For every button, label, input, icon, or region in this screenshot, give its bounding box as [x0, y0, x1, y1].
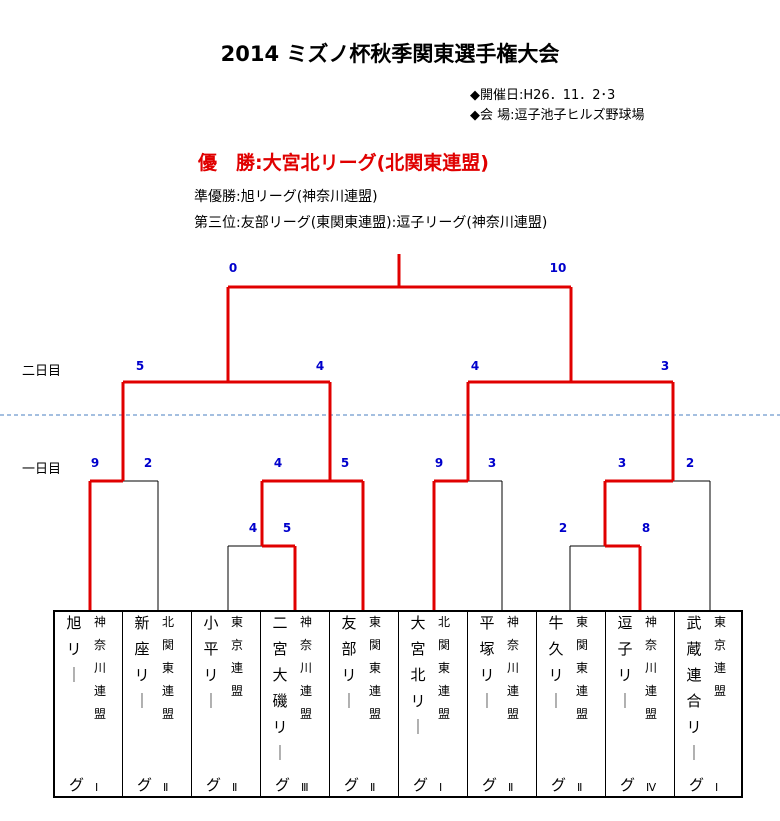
team-group: Ⅱ [508, 781, 514, 794]
score-label: 5 [341, 456, 349, 470]
team-league: 北関東連盟 [437, 615, 450, 721]
team-group: Ⅱ [577, 781, 583, 794]
team-name-end: グ [137, 776, 153, 794]
event-venue: ◆会 場:逗子池子ヒルズ野球場 [470, 108, 645, 123]
team-name-end: グ [551, 776, 567, 794]
score-label: 4 [249, 521, 257, 535]
score-label: 9 [435, 456, 443, 470]
score-label: 5 [283, 521, 291, 535]
team-group: Ⅱ [370, 781, 376, 794]
score-label: 10 [550, 261, 567, 275]
team-name-end: グ [620, 776, 636, 794]
team-name: 友部リ｜ [341, 614, 357, 710]
winner-text: 優 勝:大宮北リーグ(北関東連盟) [198, 152, 489, 174]
score-label: 2 [144, 456, 152, 470]
team-name: 大宮北リ｜ [410, 614, 426, 736]
team-league: 神奈川連盟 [93, 615, 106, 721]
team-name-end: グ [689, 776, 705, 794]
runner-up-text: 準優勝:旭リーグ(神奈川連盟) [194, 189, 378, 205]
page-title: 2014 ミズノ杯秋季関東選手権大会 [220, 42, 560, 66]
team-league: 北関東連盟 [161, 615, 174, 721]
team-name: 小平リ｜ [203, 614, 219, 710]
team-group: Ⅰ [95, 781, 99, 794]
team-name-end: グ [275, 776, 291, 794]
team-name: 旭リ｜ [66, 614, 82, 684]
score-label: 8 [642, 521, 650, 535]
team-league: 東関東連盟 [575, 615, 588, 721]
team-name-end: グ [206, 776, 222, 794]
day1-label: 一日目 [22, 462, 62, 477]
team-league: 東京連盟 [230, 615, 243, 698]
score-label: 3 [488, 456, 496, 470]
team-group: Ⅳ [646, 781, 657, 794]
team-league: 東関東連盟 [368, 615, 381, 721]
score-label: 9 [91, 456, 99, 470]
team-group: Ⅰ [439, 781, 443, 794]
team-league: 神奈川連盟 [299, 615, 312, 721]
team-group: Ⅱ [232, 781, 238, 794]
day2-label: 二日目 [22, 364, 62, 379]
event-date: ◆開催日:H26．11．2･3 [470, 88, 616, 103]
team-name: 新座リ｜ [134, 614, 150, 710]
team-name: 逗子リ｜ [617, 614, 633, 710]
score-label: 3 [618, 456, 626, 470]
team-group: Ⅰ [715, 781, 719, 794]
score-label: 4 [316, 359, 324, 373]
team-name-end: グ [482, 776, 498, 794]
team-league: 神奈川連盟 [506, 615, 519, 721]
team-group: Ⅱ [163, 781, 169, 794]
team-league: 東京連盟 [713, 615, 726, 698]
score-label: 4 [471, 359, 479, 373]
team-name-end: グ [69, 776, 85, 794]
team-group: Ⅲ [301, 781, 309, 794]
score-label: 0 [229, 261, 237, 275]
score-label: 4 [274, 456, 282, 470]
team-name: 武蔵連合リ｜ [686, 614, 702, 762]
team-name: 二宮大磯リ｜ [272, 614, 288, 762]
team-name: 牛久リ｜ [548, 614, 564, 710]
team-name-end: グ [413, 776, 429, 794]
third-place-text: 第三位:友部リーグ(東関東連盟):逗子リーグ(神奈川連盟) [194, 215, 548, 231]
score-label: 5 [136, 359, 144, 373]
team-league: 神奈川連盟 [644, 615, 657, 721]
score-label: 2 [559, 521, 567, 535]
score-label: 2 [686, 456, 694, 470]
score-label: 3 [661, 359, 669, 373]
team-name: 平塚リ｜ [479, 614, 495, 710]
team-name-end: グ [344, 776, 360, 794]
